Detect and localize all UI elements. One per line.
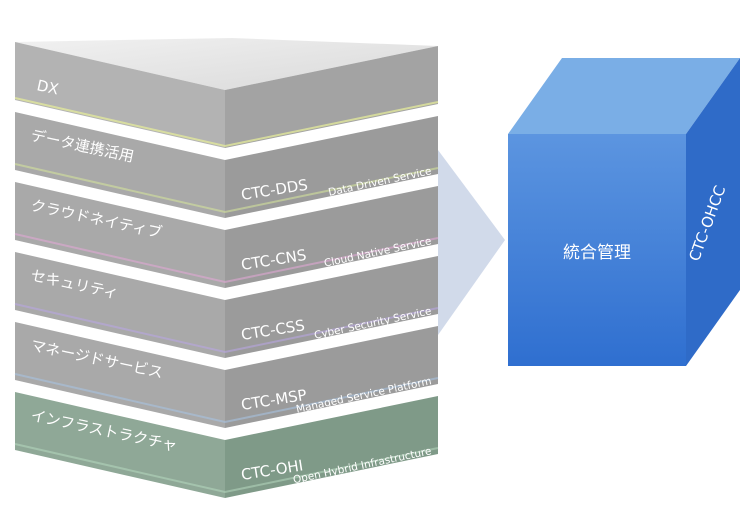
layer-right-face — [225, 396, 438, 498]
layer-right-face — [225, 116, 438, 218]
cube-front-face — [508, 134, 686, 366]
layer-accent-line — [14, 233, 439, 284]
layer-accent-line — [14, 373, 439, 424]
layer-right-face — [225, 186, 438, 288]
dx-highlight-line — [14, 97, 439, 148]
layer-front-face — [15, 182, 225, 288]
layer-accent-line — [14, 443, 439, 494]
layer-accent-line — [14, 303, 439, 354]
cube-right-face — [686, 58, 740, 366]
integrated-management-cube: 統合管理 CTC-OHCC — [508, 58, 740, 366]
layer-accent-line — [14, 163, 439, 214]
connector-arrow — [438, 150, 505, 335]
dx-top-face — [15, 38, 438, 90]
layer-front-face — [15, 112, 225, 218]
layer-front-face — [15, 392, 225, 498]
dx-block: DX — [14, 38, 439, 148]
layer-right-face — [225, 326, 438, 428]
layer-right-face — [225, 256, 438, 358]
cube-front-label: 統合管理 — [563, 243, 631, 263]
dx-label: DX — [35, 76, 60, 98]
layer-front-face — [15, 252, 225, 358]
layer-front-face — [15, 322, 225, 428]
dx-front-face — [15, 42, 225, 148]
cube-top-face — [508, 58, 740, 134]
dx-right-face — [225, 46, 438, 148]
